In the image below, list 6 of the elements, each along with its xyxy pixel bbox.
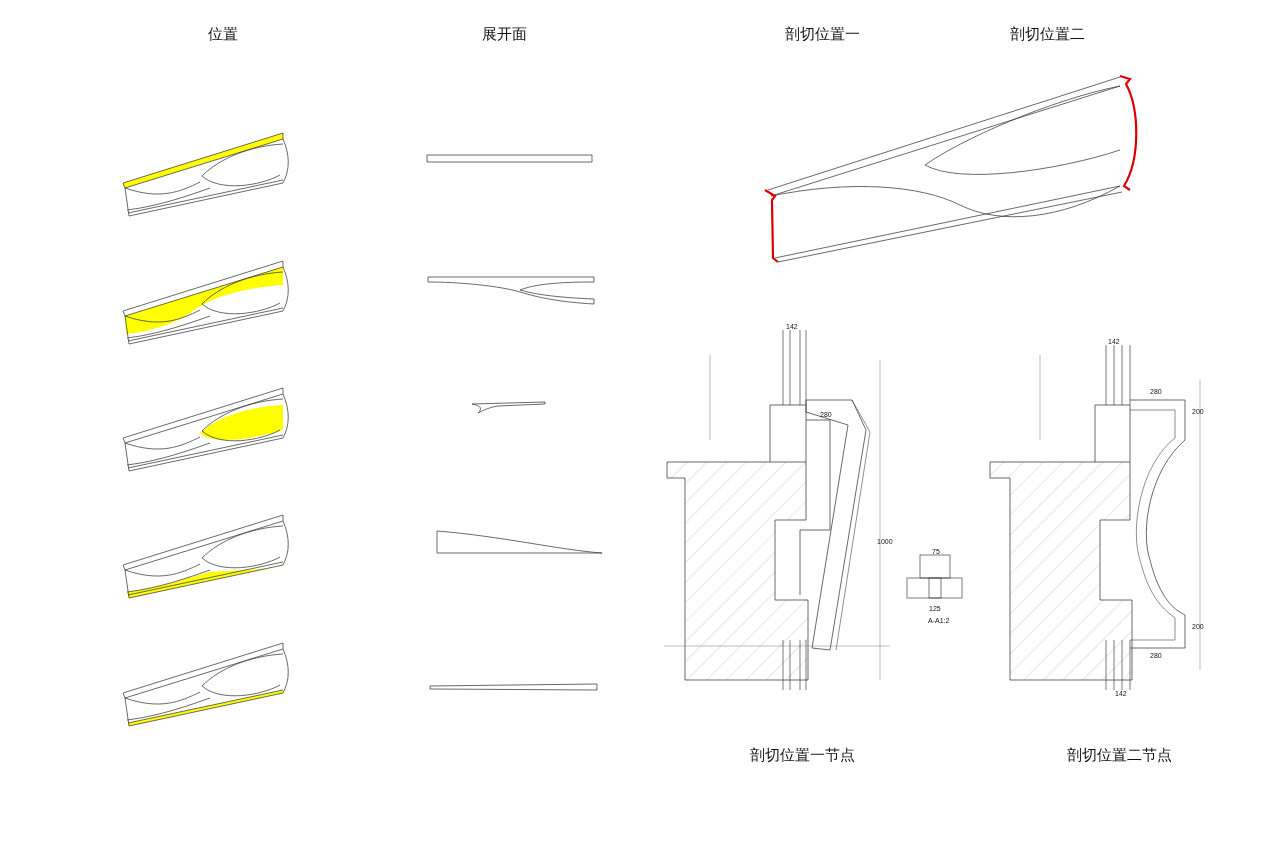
view-title: 剖切位置二 (1010, 26, 1085, 41)
drawing-caption: 剖切位置二节点 (1067, 747, 1172, 762)
drawing-caption: 剖切位置一节点 (750, 747, 855, 762)
view-title: 位置 (208, 26, 238, 41)
view-title: 剖切位置一 (785, 26, 860, 41)
view-title: 展开面 (482, 26, 527, 41)
